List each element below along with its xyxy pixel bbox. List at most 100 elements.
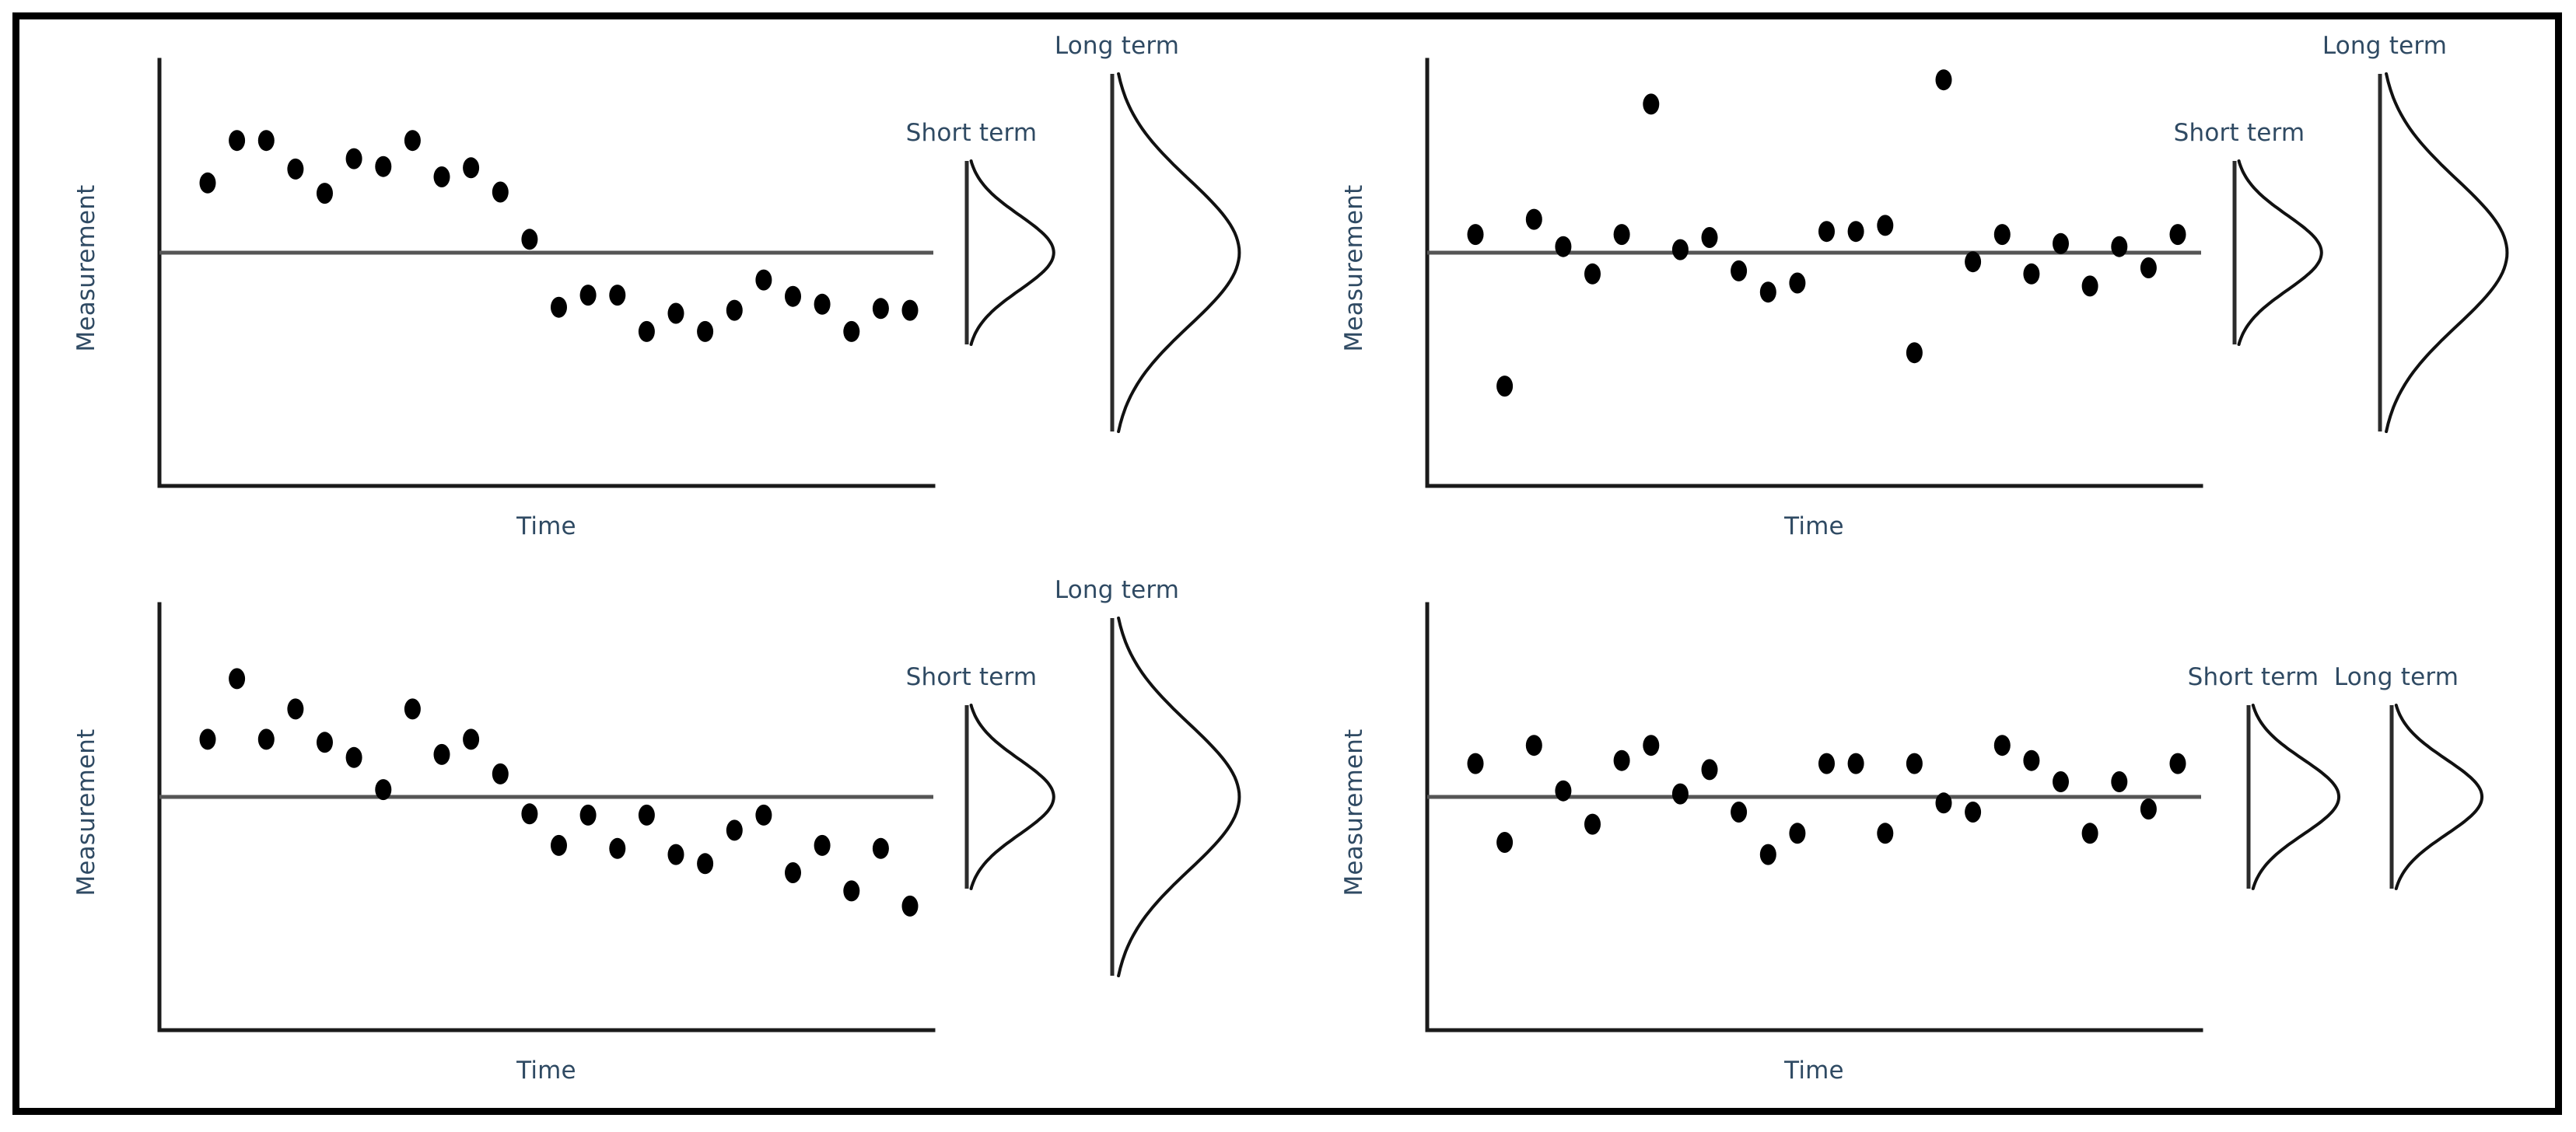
data-point (492, 181, 509, 203)
data-point (404, 698, 421, 720)
data-point (726, 819, 743, 841)
distribution-curve (2251, 704, 2341, 890)
data-point (2053, 232, 2069, 254)
data-point (2140, 798, 2157, 820)
data-point (1555, 236, 1572, 257)
long-term-label: Long term (2322, 32, 2447, 60)
data-points-group (199, 130, 919, 342)
y-axis-label: Measurement (72, 728, 100, 896)
long-term-label: Long term (2334, 663, 2459, 691)
data-point (199, 172, 216, 194)
long-term-label: Long term (1055, 32, 1179, 60)
data-point (638, 804, 655, 826)
data-point (229, 130, 246, 152)
data-point (1993, 224, 2011, 246)
data-point (1467, 224, 1484, 246)
data-point (609, 837, 626, 859)
data-point (1965, 251, 1982, 273)
short-term-label: Short term (906, 119, 1038, 147)
data-point (1584, 263, 1601, 285)
x-axis-label: Time (516, 1057, 576, 1085)
data-point (551, 834, 567, 856)
data-point (1467, 753, 1484, 774)
data-point (229, 668, 246, 690)
data-point (1496, 376, 1514, 397)
data-point (1759, 844, 1776, 865)
data-point (2140, 257, 2157, 278)
x-axis-label: Time (1783, 1057, 1844, 1085)
data-point (755, 269, 772, 291)
data-points-group (1467, 69, 2186, 397)
data-point (345, 746, 362, 768)
distribution-curve (1117, 617, 1241, 977)
data-point (257, 728, 275, 750)
data-point (667, 302, 684, 324)
data-point (375, 779, 392, 801)
data-point (1643, 93, 1660, 115)
data-point (463, 157, 480, 179)
data-point (785, 285, 801, 307)
distribution-curve (2385, 72, 2509, 433)
data-point (1731, 802, 1748, 823)
data-point (872, 837, 889, 859)
data-point (1731, 260, 1748, 281)
data-point (463, 728, 480, 750)
data-points-group (199, 668, 919, 917)
data-point (667, 844, 684, 865)
data-point (1789, 823, 1806, 844)
data-point (843, 880, 860, 902)
data-point (433, 743, 450, 765)
data-point (492, 763, 509, 784)
distribution-curve (969, 159, 1055, 346)
data-point (1496, 832, 1514, 853)
long-term-label: Long term (1055, 576, 1179, 604)
data-point (1993, 735, 2011, 756)
data-point (287, 698, 304, 720)
data-point (872, 298, 889, 320)
data-point (1671, 783, 1689, 805)
data-point (2111, 771, 2128, 792)
data-point (521, 229, 538, 250)
data-point (579, 804, 597, 826)
data-point (1965, 802, 1982, 823)
distribution-curve (969, 704, 1055, 890)
data-point (317, 732, 333, 753)
data-point (1847, 221, 1864, 243)
data-point (1906, 753, 1923, 774)
data-point (785, 862, 801, 883)
data-point (2169, 753, 2186, 774)
data-point (2053, 771, 2069, 792)
data-point (2023, 749, 2040, 771)
data-point (317, 183, 333, 204)
data-point (1613, 749, 1630, 771)
x-axis-label: Time (516, 512, 576, 540)
data-point (2081, 275, 2098, 297)
data-point (901, 895, 919, 917)
data-points-group (1467, 735, 2186, 865)
data-point (901, 299, 919, 321)
data-point (345, 148, 362, 169)
data-point (2111, 236, 2128, 257)
distribution-curve (1117, 72, 1241, 433)
data-point (697, 853, 714, 875)
data-point (579, 285, 597, 306)
data-point (1584, 813, 1601, 835)
data-point (1525, 208, 1542, 230)
data-point (1525, 735, 1542, 756)
short-term-label: Short term (2174, 119, 2305, 147)
data-point (1701, 227, 1718, 248)
data-point (638, 320, 655, 342)
data-point (1613, 224, 1630, 246)
data-point (1643, 735, 1660, 756)
data-point (1818, 753, 1835, 774)
data-point (1847, 753, 1864, 774)
short-term-label: Short term (906, 663, 1038, 691)
data-point (1555, 780, 1572, 802)
y-axis-label: Measurement (1340, 184, 1368, 351)
